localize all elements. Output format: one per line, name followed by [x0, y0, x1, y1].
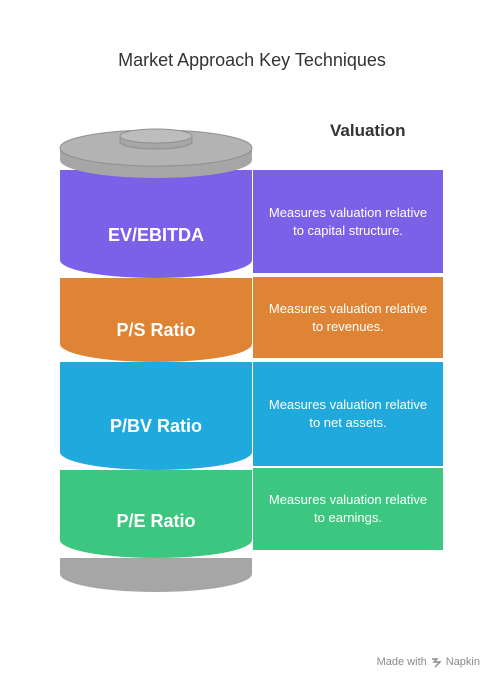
segment-evebitda-shape: [60, 170, 252, 278]
napkin-brand-label: Napkin: [445, 656, 480, 668]
diagram-title: Market Approach Key Techniques: [118, 50, 386, 70]
segment-pbv-shape: [60, 362, 252, 470]
segment-label-pbv-ratio: P/BV Ratio: [109, 416, 202, 436]
valuation-heading: Valuation: [330, 121, 406, 140]
made-with-label: Made with: [376, 656, 427, 668]
napkin-footer: Made with Napkin: [377, 656, 480, 668]
description-ev-ebitda: Measures valuation relative to capital s…: [253, 170, 443, 273]
segment-pe-shape: [60, 470, 252, 558]
segment-label-ps-ratio: P/S Ratio: [116, 320, 196, 340]
description-pe-ratio: Measures valuation relative to earnings.: [253, 468, 443, 550]
cylinder-base: [60, 558, 252, 592]
description-ps-ratio: Measures valuation relative to revenues.: [253, 277, 443, 358]
description-pbv-ratio: Measures valuation relative to net asset…: [253, 362, 443, 466]
napkin-logo-icon: [431, 657, 442, 667]
segment-label-ev-ebitda: EV/EBITDA: [107, 225, 204, 245]
segment-label-pe-ratio: P/E Ratio: [116, 511, 196, 531]
segment-ps-shape: [60, 278, 252, 362]
